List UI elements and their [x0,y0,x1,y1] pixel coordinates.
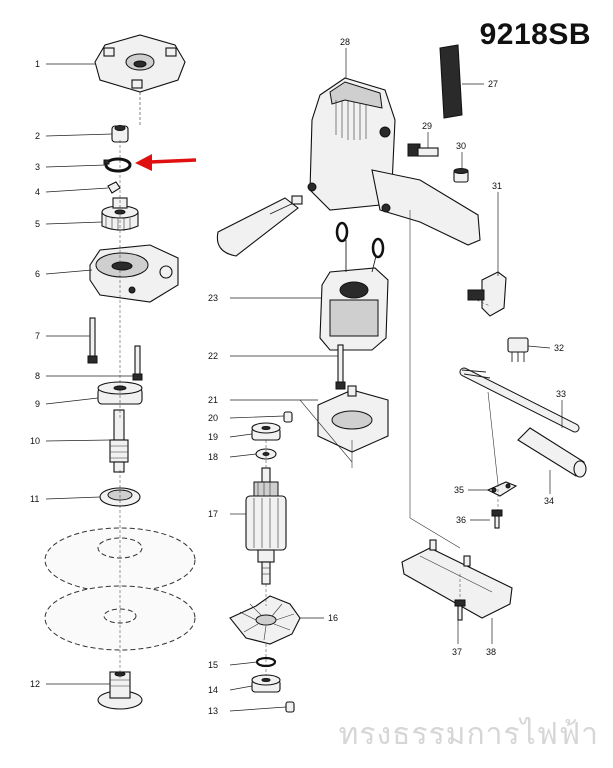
part-32-noise-suppressor [507,337,529,362]
part-37-screw [454,599,466,621]
part-35-strain-relief [486,481,518,497]
label-part-34: 34 [544,496,554,506]
part-21-baffle-plate [317,385,389,453]
part-17-armature [245,467,287,585]
label-part-9: 9 [35,399,40,409]
label-part-20: 20 [208,413,218,423]
part-3-retaining-ring [103,157,132,173]
part-2-bushing [111,125,129,143]
label-part-28: 28 [340,37,350,47]
label-part-22: 22 [208,351,218,361]
part-1-top-cover [94,34,186,93]
part-29-bolt [407,143,439,157]
part-30-cap [453,168,469,183]
label-part-16: 16 [328,613,338,623]
part-31-switch [467,271,507,317]
label-part-31: 31 [492,181,502,191]
label-part-23: 23 [208,293,218,303]
part-34-cord-guard [517,427,587,478]
label-part-7: 7 [35,331,40,341]
part-14-bearing [251,674,281,693]
side-handle [216,195,303,257]
part-10-spindle [109,409,129,473]
label-part-8: 8 [35,371,40,381]
label-part-5: 5 [35,219,40,229]
label-part-21: 21 [208,395,218,405]
part-20-pin [283,411,293,423]
watermark-text: ทรงธรรมการไฟฟ้า [338,717,599,752]
part-labels: 1 2 3 4 5 6 7 8 9 10 11 12 13 14 15 16 1… [30,37,566,716]
part-6-gear-housing [89,244,179,303]
part-4-key [107,181,121,194]
part-38-handle-cover [401,539,513,619]
label-part-18: 18 [208,452,218,462]
part-16-fan [229,595,301,645]
label-part-14: 14 [208,685,218,695]
part-27-nameplate [439,44,463,119]
part-13-pin [285,701,295,713]
label-part-12: 12 [30,679,40,689]
label-part-33: 33 [556,389,566,399]
label-part-13: 13 [208,706,218,716]
leader-lines [45,48,563,712]
label-part-29: 29 [422,121,432,131]
label-part-37: 37 [452,647,462,657]
label-part-4: 4 [35,187,40,197]
label-part-38: 38 [486,647,496,657]
label-part-11: 11 [30,494,39,504]
label-part-27: 27 [488,79,498,89]
label-part-1: 1 [35,59,40,69]
label-part-17: 17 [208,509,218,519]
part-33-power-cord [459,367,580,433]
part-8-short-screw [132,345,143,381]
label-part-3: 3 [35,162,40,172]
label-part-6: 6 [35,269,40,279]
label-part-30: 30 [456,141,466,151]
part-12-lock-nut [97,671,143,710]
label-part-35: 35 [454,485,464,495]
label-part-15: 15 [208,660,218,670]
part-28-motor-housing [307,77,481,246]
label-part-36: 36 [456,515,466,525]
part-7-long-screw [87,317,98,364]
part-22-field-screw [335,344,346,390]
model-number: 9218SB [479,18,591,51]
part-36-screw [491,509,503,529]
label-part-19: 19 [208,432,218,442]
highlight-arrow [135,154,197,171]
label-part-32: 32 [554,343,564,353]
label-part-10: 10 [30,436,40,446]
part-23-field-coil [319,240,389,351]
part-19-bearing [251,422,281,441]
label-part-2: 2 [35,131,40,141]
